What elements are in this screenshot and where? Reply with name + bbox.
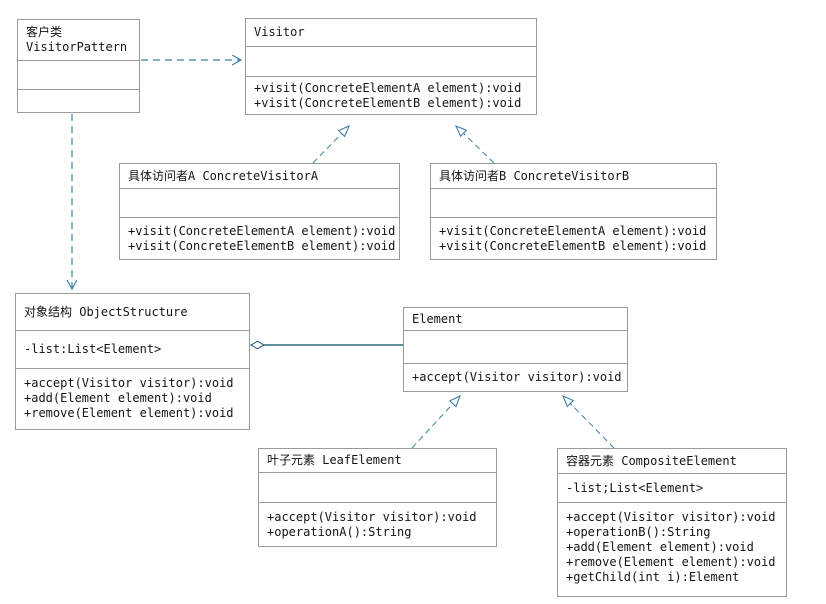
attribute-entry: -list;List<Element> [566, 480, 704, 495]
class-name-concretevisitora: 具体访问者A ConcreteVisitorA [120, 164, 399, 189]
class-name-text: 具体访问者B ConcreteVisitorB [439, 168, 630, 183]
attributes-compartment [246, 47, 536, 77]
methods-compartment: +accept(Visitor visitor):void +operation… [558, 503, 786, 596]
generalization-arrow-concretevisitora-to-visitor [312, 126, 349, 164]
class-name-element: Element [404, 308, 627, 331]
class-name-text: 对象结构 ObjectStructure [24, 304, 188, 319]
class-name-visitorpattern: 客户类 VisitorPattern [18, 20, 139, 61]
class-name-concretevisitorb: 具体访问者B ConcreteVisitorB [431, 164, 716, 189]
method-entry: +remove(Element element):void [566, 555, 776, 569]
method-entry: +visit(ConcreteElementA element):void [439, 224, 707, 238]
methods-compartment: +visit(ConcreteElementA element):void +v… [431, 218, 716, 259]
class-name-objectstructure: 对象结构 ObjectStructure [16, 294, 249, 331]
methods-compartment [18, 90, 139, 112]
methods-compartment: +accept(Visitor visitor):void [404, 364, 627, 391]
method-entry: +accept(Visitor visitor):void [24, 376, 234, 390]
method-entry: +add(Element element):void [24, 391, 212, 405]
method-entry: +operationB():String [566, 525, 711, 539]
attributes-compartment: -list:List<Element> [16, 331, 249, 369]
class-name-leafelement: 叶子元素 LeafElement [259, 449, 496, 473]
class-box-element: Element +accept(Visitor visitor):void [403, 307, 628, 392]
method-entry: +operationA():String [267, 525, 412, 539]
attributes-compartment [259, 473, 496, 503]
generalization-arrow-concretevisitorb-to-visitor [456, 126, 495, 164]
method-entry: +visit(ConcreteElementB element):void [254, 96, 522, 110]
method-entry: +accept(Visitor visitor):void [267, 510, 477, 524]
class-name-text: 容器元素 CompositeElement [566, 453, 737, 468]
method-entry: +accept(Visitor visitor):void [412, 370, 622, 384]
class-box-visitor: Visitor +visit(ConcreteElementA element)… [245, 18, 537, 115]
method-entry: +getChild(int i):Element [566, 570, 740, 584]
method-entry: +accept(Visitor visitor):void [566, 510, 776, 524]
attributes-compartment [431, 189, 716, 218]
class-name-text: Element [412, 311, 463, 326]
method-entry: +visit(ConcreteElementA element):void [128, 224, 396, 238]
method-entry: +visit(ConcreteElementB element):void [439, 239, 707, 253]
class-box-objectstructure: 对象结构 ObjectStructure -list:List<Element>… [15, 293, 250, 430]
class-name-line: VisitorPattern [26, 40, 128, 54]
generalization-arrow-leafelement-to-element [411, 396, 460, 449]
class-name-text: 叶子元素 LeafElement [267, 453, 402, 467]
class-box-concretevisitora: 具体访问者A ConcreteVisitorA +visit(ConcreteE… [119, 163, 400, 260]
class-name-line: 客户类 [26, 25, 63, 39]
attributes-compartment [404, 331, 627, 364]
attributes-compartment [18, 61, 139, 90]
attributes-compartment: -list;List<Element> [558, 474, 786, 503]
class-box-visitorpattern: 客户类 VisitorPattern [17, 19, 140, 113]
class-name-compositeelement: 容器元素 CompositeElement [558, 449, 786, 474]
class-box-concretevisitorb: 具体访问者B ConcreteVisitorB +visit(ConcreteE… [430, 163, 717, 260]
class-name-text: Visitor [254, 25, 305, 39]
class-box-leafelement: 叶子元素 LeafElement +accept(Visitor visitor… [258, 448, 497, 547]
methods-compartment: +visit(ConcreteElementA element):void +v… [120, 218, 399, 259]
class-box-compositeelement: 容器元素 CompositeElement -list;List<Element… [557, 448, 787, 597]
attribute-entry: -list:List<Element> [24, 342, 162, 356]
method-entry: +add(Element element):void [566, 540, 754, 554]
methods-compartment: +accept(Visitor visitor):void +operation… [259, 503, 496, 546]
methods-compartment: +visit(ConcreteElementA element):void +v… [246, 77, 536, 114]
method-entry: +visit(ConcreteElementB element):void [128, 239, 396, 253]
class-name-visitor: Visitor [246, 19, 536, 47]
generalization-arrow-compositeelement-to-element [563, 396, 615, 449]
method-entry: +remove(Element element):void [24, 406, 234, 420]
class-name-text: 具体访问者A ConcreteVisitorA [128, 168, 319, 183]
methods-compartment: +accept(Visitor visitor):void +add(Eleme… [16, 369, 249, 429]
method-entry: +visit(ConcreteElementA element):void [254, 81, 522, 95]
attributes-compartment [120, 189, 399, 218]
